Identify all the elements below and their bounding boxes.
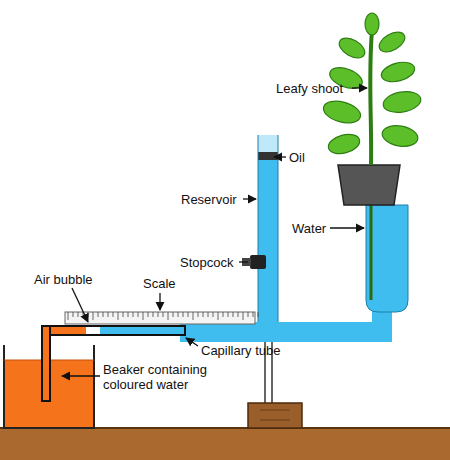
ground bbox=[0, 428, 450, 460]
scale-tick bbox=[133, 312, 134, 317]
scale-tick bbox=[168, 312, 169, 320]
scale-tick bbox=[113, 312, 114, 317]
scale bbox=[65, 312, 255, 324]
scale-tick bbox=[183, 312, 184, 317]
scale-tick bbox=[198, 312, 199, 317]
scale-tick bbox=[218, 312, 219, 320]
scale-tick bbox=[228, 312, 229, 317]
part-label: Reservoir bbox=[181, 192, 237, 207]
part-label: Oil bbox=[289, 150, 305, 165]
scale-tick bbox=[233, 312, 234, 317]
pot bbox=[338, 165, 400, 205]
scale-tick bbox=[193, 312, 194, 320]
capillary-tube bbox=[42, 326, 185, 335]
leader-lines bbox=[62, 88, 367, 376]
part-label: Scale bbox=[143, 276, 176, 291]
scale-tick bbox=[208, 312, 209, 317]
scale-tick bbox=[203, 312, 204, 317]
oil-layer bbox=[258, 152, 278, 160]
scale-tick bbox=[103, 312, 104, 317]
scale-tick bbox=[213, 312, 214, 317]
scale-tick bbox=[238, 312, 239, 317]
scale-tick bbox=[153, 312, 154, 317]
scale-tick bbox=[163, 312, 164, 317]
scale-tick bbox=[68, 312, 69, 320]
scale-tick bbox=[223, 312, 224, 317]
scale-tick bbox=[73, 312, 74, 317]
scale-tick bbox=[258, 312, 259, 317]
scale-tick bbox=[143, 312, 144, 320]
scale-tick bbox=[93, 312, 94, 320]
scale-tick bbox=[243, 312, 244, 320]
scale-tick bbox=[88, 312, 89, 317]
part-label: Air bubble bbox=[34, 272, 93, 287]
part-label: Beaker containing coloured water bbox=[103, 362, 231, 392]
scale-tick bbox=[253, 312, 254, 317]
scale-tick bbox=[98, 312, 99, 317]
part-label: Water bbox=[292, 221, 326, 236]
part-label: Leafy shoot bbox=[276, 81, 343, 96]
shoot-stem bbox=[370, 30, 372, 165]
scale-tick bbox=[78, 312, 79, 317]
scale-tick bbox=[173, 312, 174, 317]
scale-tick bbox=[158, 312, 159, 317]
scale-tick bbox=[123, 312, 124, 317]
scale-tick bbox=[178, 312, 179, 317]
scale-tick bbox=[148, 312, 149, 317]
scale-tick bbox=[248, 312, 249, 317]
air-bubble bbox=[86, 326, 100, 335]
part-label: Stopcock bbox=[180, 255, 233, 270]
scale-tick bbox=[128, 312, 129, 317]
scale-tick bbox=[188, 312, 189, 317]
scale-tick bbox=[138, 312, 139, 317]
reservoir-tube bbox=[258, 135, 278, 325]
scale-tick bbox=[118, 312, 119, 320]
scale-tick bbox=[108, 312, 109, 317]
stand-block bbox=[248, 403, 302, 428]
part-label: Capillary tube bbox=[201, 343, 281, 358]
water-tube bbox=[180, 322, 392, 342]
stopcock bbox=[250, 255, 266, 269]
